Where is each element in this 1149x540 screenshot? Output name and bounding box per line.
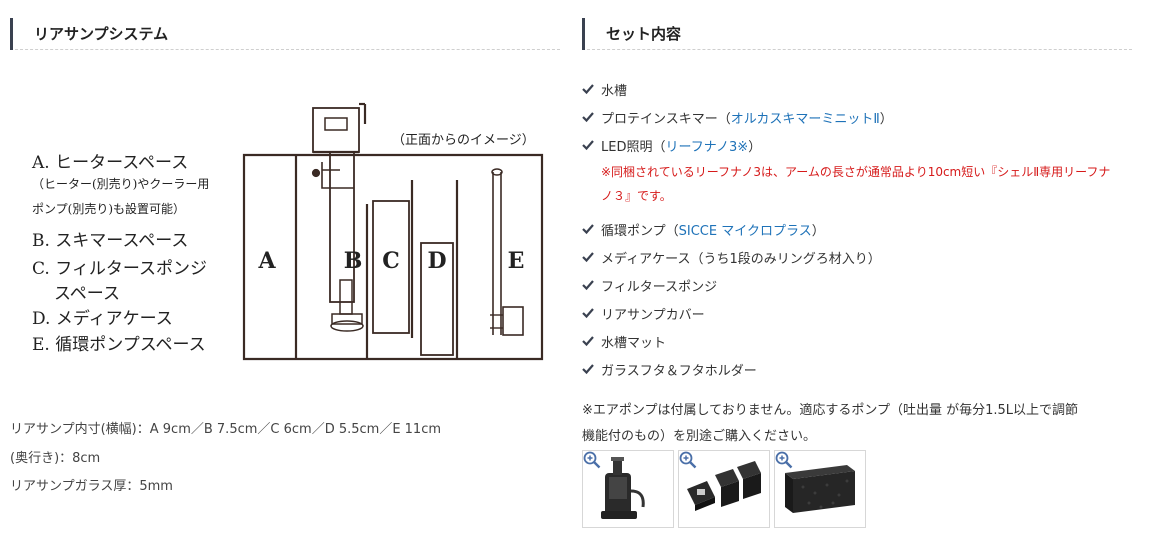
label-a: A. ヒータースペース	[32, 153, 189, 173]
warning-line-1: ※同梱されているリーフナノ3は、アームの長さが通常品より10cm短い『シェルⅡ専…	[601, 165, 1111, 179]
rear-sump-section: リアサンプシステム A. ヒータースペース （ヒーター(別売り)やクーラー用 ポ…	[10, 0, 560, 494]
section-header-set-contents: セット内容	[582, 18, 1132, 50]
pump-thumbnail[interactable]	[582, 450, 674, 528]
label-e: E. 循環ポンプスペース	[32, 335, 206, 355]
sponge-thumbnail[interactable]	[774, 450, 866, 528]
front-view-note: （正面からのイメージ）	[392, 133, 535, 148]
check-icon	[582, 364, 594, 375]
label-c-cont: スペース	[54, 284, 120, 304]
item-text: LED照明（リーフナノ3※）	[601, 140, 762, 155]
zoom-icon[interactable]	[583, 451, 601, 469]
compartment-letter-c: C	[382, 248, 400, 274]
header-accent-bar	[582, 18, 585, 50]
spec-depth: (奥行き)：8cm	[10, 451, 101, 466]
check-icon	[582, 280, 594, 291]
sump-tank-drawing: A B C D E	[242, 102, 544, 361]
check-icon	[582, 252, 594, 263]
compartment-letter-b: B	[344, 248, 363, 274]
set-contents-section: セット内容 水槽 プロテインスキマー（オルカスキマーミニットⅡ） LED照明（リ…	[582, 0, 1132, 528]
check-icon	[582, 140, 594, 151]
item-text: メディアケース（うち1段のみリングろ材入り）	[601, 252, 881, 267]
item-text: ガラスフタ＆フタホルダー	[601, 364, 757, 379]
skimmer-link[interactable]: オルカスキマーミニットⅡ	[730, 112, 880, 127]
label-a-note-1: （ヒーター(別売り)やクーラー用	[32, 177, 210, 191]
media-case-image	[687, 461, 761, 511]
section-header-rear-sump: リアサンプシステム	[10, 18, 560, 50]
item-text: 水槽マット	[601, 336, 667, 351]
check-icon	[582, 224, 594, 235]
compartment-letter-a: A	[257, 248, 276, 274]
pump-image	[601, 457, 645, 519]
led-light-link[interactable]: リーフナノ3※	[665, 140, 749, 155]
zoom-icon[interactable]	[679, 451, 697, 469]
spec-width: リアサンプ内寸(横幅)：A 9cm／B 7.5cm／C 6cm／D 5.5cm／…	[10, 422, 442, 437]
item-text: リアサンプカバー	[601, 308, 705, 323]
spec-glass: リアサンプガラス厚：5mm	[10, 479, 173, 494]
note-line-1: ※エアポンプは付属しておりません。適応するポンプ（吐出量 が毎分1.5L以上で調…	[582, 403, 1078, 418]
item-text: 水槽	[601, 84, 628, 99]
check-icon	[582, 336, 594, 347]
label-c: C. フィルタースポンジ	[32, 259, 208, 279]
note-line-2: 機能付のもの）を別途ご購入ください。	[582, 429, 817, 444]
item-text: フィルタースポンジ	[601, 280, 718, 295]
air-pump-note: ※エアポンプは付属しておりません。適応するポンプ（吐出量 が毎分1.5L以上で調…	[582, 398, 1130, 450]
sump-diagram: A. ヒータースペース （ヒーター(別売り)やクーラー用 ポンプ(別売り)も設置…	[10, 100, 560, 370]
section-title: セット内容	[606, 25, 682, 43]
sponge-image	[785, 465, 855, 513]
section-title: リアサンプシステム	[34, 25, 169, 43]
check-icon	[582, 84, 594, 95]
compartment-letter-e: E	[508, 248, 525, 274]
pump-link[interactable]: SICCE マイクロプラス	[678, 224, 812, 239]
warning-line-2: ノ３』です。	[601, 189, 672, 203]
item-text: 循環ポンプ（SICCE マイクロプラス）	[601, 224, 825, 239]
item-text: プロテインスキマー（オルカスキマーミニットⅡ）	[601, 112, 893, 127]
label-a-note-2: ポンプ(別売り)も設置可能）	[32, 202, 186, 216]
led-warning-note: ※同梱されているリーフナノ3は、アームの長さが通常品より10cm短い『シェルⅡ専…	[601, 160, 1141, 208]
zoom-icon[interactable]	[775, 451, 793, 469]
header-accent-bar	[10, 18, 13, 50]
label-d: D. メディアケース	[32, 309, 173, 329]
check-icon	[582, 112, 594, 123]
check-icon	[582, 308, 594, 319]
label-b: B. スキマースペース	[32, 231, 189, 251]
media-case-thumbnail[interactable]	[678, 450, 770, 528]
compartment-letter-d: D	[427, 248, 446, 274]
